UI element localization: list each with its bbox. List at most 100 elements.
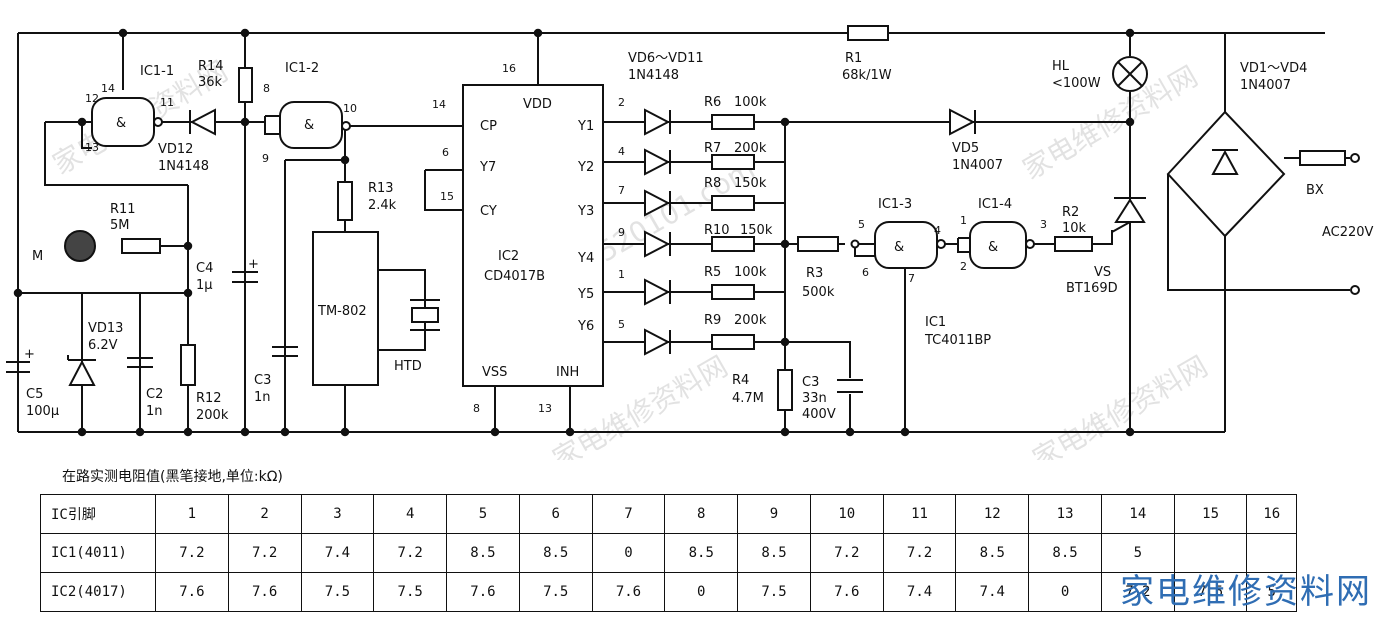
label: 100µ <box>26 404 59 419</box>
resistance-table: IC引脚 1 2 3 4 5 6 7 8 9 10 11 12 13 14 15… <box>40 494 1297 612</box>
microphone-m <box>64 230 96 262</box>
zener-vd13 <box>67 355 96 386</box>
label: R11 <box>110 202 136 217</box>
diode-vd8 <box>644 189 671 217</box>
label: 200k <box>196 408 229 423</box>
label: 8 <box>473 402 480 415</box>
label: C5 <box>26 387 43 402</box>
label: C4 <box>196 261 213 276</box>
label: R7 <box>704 141 721 156</box>
label: C3 <box>254 373 271 388</box>
table-row-ic2: IC2(4017) 7.6 7.6 7.5 7.5 7.6 7.5 7.6 0 … <box>40 572 1297 612</box>
capacitor-c3-33n <box>837 379 863 393</box>
label: 6 <box>862 266 869 279</box>
label: 9 <box>262 152 269 165</box>
table-cell: 7.4 <box>300 533 375 573</box>
table-title: 在路实测电阻值(黑笔接地,单位:kΩ) <box>62 469 283 485</box>
table-cell: 0 <box>591 533 666 573</box>
label: 13 <box>85 141 99 154</box>
resistor-r3 <box>797 236 839 252</box>
label: 150k <box>740 223 773 238</box>
label: TM-802 <box>317 304 367 319</box>
label: HTD <box>394 359 422 374</box>
diode-vd5 <box>949 108 976 136</box>
brand-watermark: 家电维修资料网 <box>1120 572 1372 612</box>
junctions <box>13 28 1360 437</box>
label: 14 <box>432 98 446 111</box>
label: CD4017B <box>484 269 545 284</box>
label: IC1-2 <box>285 61 319 76</box>
table-cell: 0 <box>1028 572 1102 612</box>
header-cell: 9 <box>737 494 811 534</box>
label: Y1 <box>577 119 594 134</box>
label: BT169D <box>1066 281 1118 296</box>
svg-text:&: & <box>894 240 904 255</box>
label: VD5 <box>952 141 979 156</box>
label: BX <box>1306 183 1324 198</box>
components: & & & & + + <box>6 25 1346 411</box>
table-cell: 8.5 <box>955 533 1030 573</box>
label: HL <box>1052 59 1070 74</box>
label: 2.4k <box>368 198 397 213</box>
crystal-htd <box>410 299 440 331</box>
label: 100k <box>734 95 767 110</box>
label: 1 <box>960 214 967 227</box>
table-cell: 7.5 <box>737 572 811 612</box>
label: 33n <box>802 391 827 406</box>
label: INH <box>556 365 579 380</box>
label: 10k <box>1062 221 1087 236</box>
table-cell: 7.2 <box>155 533 229 573</box>
diode-vd7 <box>644 148 671 176</box>
resistor-r11 <box>121 238 161 254</box>
label: VD13 <box>88 321 123 336</box>
table-cell: 7.2 <box>1100 572 1175 612</box>
label: 1µ <box>196 278 213 293</box>
label: 5 <box>858 218 865 231</box>
label: 1n <box>254 390 271 405</box>
table-cell: 7.2 <box>227 533 302 573</box>
resistor-r8 <box>711 195 755 211</box>
label: VS <box>1094 265 1111 280</box>
label: R1 <box>845 51 862 66</box>
thyristor-vs <box>1111 197 1146 233</box>
label: 4.7M <box>732 391 764 406</box>
label: 12 <box>85 92 99 105</box>
label: VDD <box>523 97 552 112</box>
label: 1 <box>618 268 625 281</box>
resistor-r10 <box>711 236 755 252</box>
resistor-r13 <box>337 181 353 221</box>
table-cell: IC2(4017) <box>40 572 156 612</box>
resistor-r2 <box>1054 236 1093 252</box>
table-cell: 7.4 <box>882 572 957 612</box>
table-cell: 7.2 <box>882 533 957 573</box>
header-cell: 7 <box>591 494 666 534</box>
label: R13 <box>368 181 394 196</box>
label: Y7 <box>479 160 496 175</box>
label: R4 <box>732 373 749 388</box>
header-cell: 15 <box>1173 494 1248 534</box>
capacitor-c2 <box>127 357 153 368</box>
label: VD12 <box>158 142 193 157</box>
label: 6.2V <box>88 338 118 353</box>
header-cell: 5 <box>446 494 520 534</box>
ic2-chip <box>462 84 604 387</box>
table-cell: 5 <box>1100 533 1175 573</box>
table-cell: 7.6 <box>446 572 520 612</box>
table-cell: 7.5 <box>300 572 375 612</box>
watermark-layer: 家电维修资料网 www.520101.com 家电维修资料网 家电维修资料网 家… <box>47 54 1213 460</box>
label: Y2 <box>577 160 594 175</box>
table-cell: 7.6 <box>809 572 884 612</box>
label: R6 <box>704 95 721 110</box>
label: TC4011BP <box>924 333 991 348</box>
capacitor-c4: + <box>232 257 259 283</box>
header-cell: 4 <box>373 494 448 534</box>
wires <box>17 32 1350 433</box>
label: 68k/1W <box>842 68 892 83</box>
resistor-r14 <box>238 67 253 103</box>
tm-802-module <box>312 231 379 386</box>
label: 7 <box>618 184 625 197</box>
label: C2 <box>146 387 163 402</box>
table-cell: 0 <box>664 572 739 612</box>
header-cell: 1 <box>155 494 229 534</box>
label: IC1-1 <box>140 64 174 79</box>
